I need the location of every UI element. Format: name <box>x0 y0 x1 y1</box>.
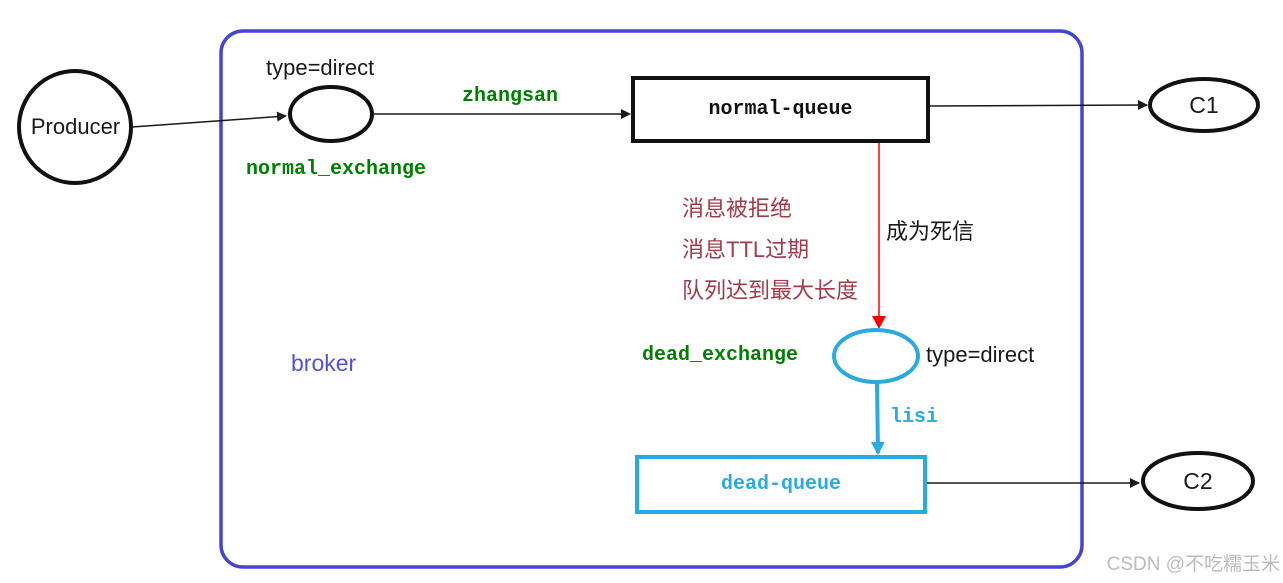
normal-queue-to-c1-arrow <box>929 100 1148 111</box>
normal-exchange-type-label: type=direct <box>266 55 375 80</box>
broker-label: broker <box>291 350 357 376</box>
dead-letter-reasons: 消息被拒绝 消息TTL过期 队列达到最大长度 <box>682 188 858 311</box>
routing-key-zhangsan-label: zhangsan <box>461 85 558 108</box>
producer-label: Producer <box>30 114 121 139</box>
dead-exchange-to-dead-queue-arrow <box>870 382 885 455</box>
broker-boundary <box>219 29 1084 569</box>
consumer-c2-label: C2 <box>1183 468 1213 494</box>
consumer-c1-label: C1 <box>1189 91 1219 118</box>
routing-key-lisi-label: lisi <box>890 406 939 429</box>
producer-to-exchange-arrow <box>131 111 287 128</box>
normal-queue-label: normal-queue <box>708 98 853 121</box>
normal-exchange-node <box>288 85 374 143</box>
consumer-c1-node <box>1148 77 1260 133</box>
dead-exchange-type-label: type=direct <box>926 342 1035 367</box>
producer-node <box>17 69 133 185</box>
dead-queue-node <box>635 455 927 514</box>
normal-queue-node <box>631 76 930 143</box>
become-dead-letter-label: 成为死信 <box>886 219 975 244</box>
dead-queue-label: dead-queue <box>720 473 842 496</box>
consumer-c2-node <box>1141 451 1255 511</box>
normal-exchange-name-label: normal_exchange <box>246 158 427 181</box>
dead-letter-reason-ttl: 消息TTL过期 <box>682 237 810 262</box>
dead-exchange-name-label: dead_exchange <box>642 344 799 367</box>
dead-exchange-node <box>832 328 920 384</box>
dead-letter-reason-maxlen: 队列达到最大长度 <box>682 278 859 303</box>
dead-letter-reason-rejected: 消息被拒绝 <box>682 196 793 221</box>
watermark-text: CSDN @不吃糯玉米 <box>1106 554 1280 575</box>
